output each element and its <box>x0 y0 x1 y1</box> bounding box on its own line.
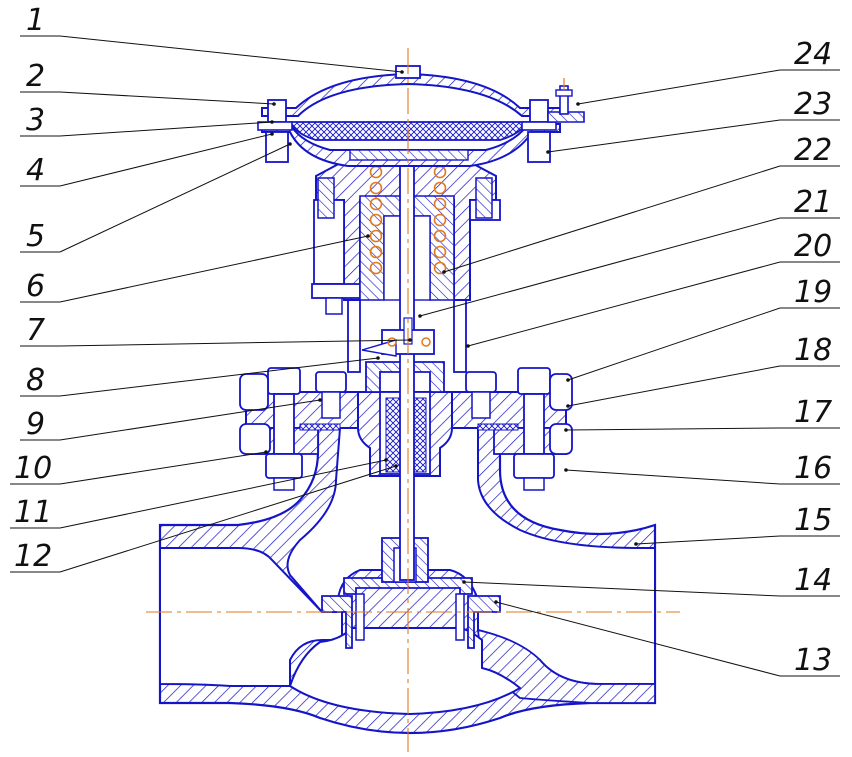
body-lower-curve <box>288 627 522 716</box>
callout-number: 1 <box>26 3 45 38</box>
inlet-passage <box>159 547 343 687</box>
callout-number: 21 <box>794 185 832 220</box>
leader-line <box>567 307 781 381</box>
callout-number: 9 <box>26 407 45 442</box>
callout-number: 22 <box>794 133 832 168</box>
spring-coil <box>433 229 447 243</box>
leader-line <box>443 165 781 273</box>
spring-coil <box>433 181 447 195</box>
centerlines <box>146 48 680 752</box>
spring-coil <box>433 197 447 211</box>
callout-number: 10 <box>14 451 52 486</box>
leader-line <box>467 261 781 347</box>
leader-line <box>565 469 781 485</box>
leader-dot <box>270 132 274 136</box>
leader-dot <box>566 404 570 408</box>
upper-diaphragm-cover <box>261 72 561 117</box>
callout-number: 13 <box>794 643 832 678</box>
leader-dot <box>564 428 568 432</box>
leader-dot <box>270 120 274 124</box>
leader-dot <box>366 234 370 238</box>
leader-dot <box>318 398 322 402</box>
leader-line <box>59 143 291 253</box>
leader-line <box>577 69 781 105</box>
diaphragm-actuator <box>257 65 585 167</box>
callout-number: 20 <box>794 229 832 264</box>
leader-line <box>59 339 411 347</box>
callout-number: 12 <box>14 539 52 574</box>
leader-dot <box>418 314 422 318</box>
leader-line <box>59 459 387 529</box>
leader-dot <box>462 580 466 584</box>
leader-line <box>567 365 781 407</box>
callout-number: 3 <box>26 103 45 138</box>
leader-line <box>565 427 781 431</box>
leader-dot <box>376 356 380 360</box>
leader-line <box>463 581 781 597</box>
callout-number: 7 <box>26 313 45 348</box>
leader-line <box>59 357 379 397</box>
leader-line <box>547 119 781 153</box>
leader-line <box>59 399 321 441</box>
callout-number: 6 <box>26 269 45 304</box>
leader-line <box>419 217 781 317</box>
leader-dot <box>494 600 498 604</box>
leader-dot <box>288 142 292 146</box>
leader-line <box>59 465 397 573</box>
callout-number: 17 <box>794 395 832 430</box>
leader-line <box>635 535 781 545</box>
leader-dot <box>466 344 470 348</box>
callout-number: 11 <box>14 495 52 530</box>
spring-coil <box>369 213 383 227</box>
yoke <box>311 159 501 373</box>
leader-dot <box>566 378 570 382</box>
leader-dot <box>576 102 580 106</box>
leader-dot <box>264 450 268 454</box>
leader-line <box>59 451 267 485</box>
leader-dot <box>546 150 550 154</box>
spring-coil <box>433 261 447 275</box>
callout-number: 2 <box>26 59 45 94</box>
spring-coil <box>369 197 383 211</box>
spring-coil <box>369 181 383 195</box>
spring-coil <box>369 245 383 259</box>
leader-dot <box>442 270 446 274</box>
yoke-nuts <box>315 371 497 419</box>
leader-line <box>59 121 273 137</box>
leader-line <box>59 235 369 303</box>
callout-number: 8 <box>26 363 45 398</box>
leader-dot <box>400 70 404 74</box>
leader-line <box>59 91 275 105</box>
callout-number: 15 <box>794 503 832 538</box>
callout-number: 5 <box>26 219 45 254</box>
spring-coil <box>369 261 383 275</box>
leader-line <box>495 601 781 677</box>
callout-number: 18 <box>794 333 832 368</box>
spring-coil <box>433 213 447 227</box>
flange-bolt-left <box>239 367 303 491</box>
leader-dot <box>384 458 388 462</box>
callout-number: 23 <box>794 87 832 122</box>
leader-dot <box>394 464 398 468</box>
callout-number: 14 <box>794 563 832 598</box>
spring-coil <box>433 245 447 259</box>
leader-dot <box>634 542 638 546</box>
callout-number: 4 <box>26 153 45 188</box>
diaphragm <box>288 121 530 141</box>
spring-coil <box>369 229 383 243</box>
leader-dot <box>272 102 276 106</box>
leader-line <box>59 35 403 73</box>
callout-number: 24 <box>794 37 832 72</box>
leader-dot <box>408 338 412 342</box>
leader-lines <box>10 35 840 677</box>
flange-bolt-right <box>513 367 573 491</box>
leader-dot <box>564 468 568 472</box>
leader-line <box>59 133 273 187</box>
air-fitting <box>547 111 585 123</box>
callout-number: 16 <box>794 451 832 486</box>
callout-number: 19 <box>794 275 832 310</box>
